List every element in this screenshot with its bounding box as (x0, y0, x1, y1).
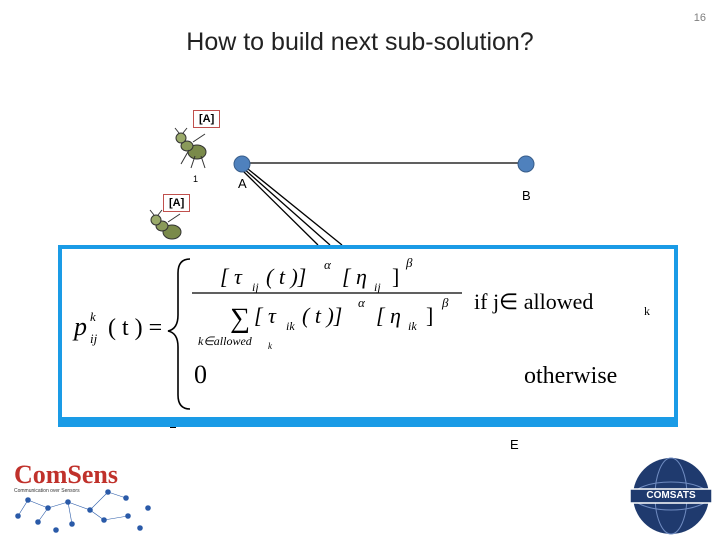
slide-title: How to build next sub-solution? (186, 28, 534, 56)
small-dash (170, 427, 176, 428)
formula-den-sum: ∑ (230, 303, 250, 334)
ant-number: 1 (193, 174, 199, 184)
formula-den-eta: [ η (376, 303, 401, 328)
formula-box: p k ij ( t ) = [ τ ij ( t )] α [ η ij ] … (58, 245, 678, 427)
node-e-label: E (510, 437, 519, 452)
formula-num-close: ] (392, 264, 399, 289)
formula-sum-index: k∈allowed (198, 334, 253, 348)
comsens-brand: ComSens (14, 460, 119, 489)
formula-lhs-sub: ij (90, 331, 98, 346)
formula-den-tau: [ τ (254, 303, 277, 328)
ant-tag-left: [A] (163, 194, 191, 212)
comsens-subtitle: Communication over Sensors (14, 488, 80, 494)
node-b (517, 155, 535, 173)
edge-a-down-2 (242, 167, 331, 246)
formula-den-sub2: ik (408, 319, 417, 333)
formula-otherwise: otherwise (524, 363, 617, 389)
formula-den-sup2: β (441, 295, 449, 310)
formula-num-sup2: β (405, 255, 413, 270)
formula-brace (167, 258, 191, 410)
formula-lhs-arg: ( t ) = (108, 315, 162, 341)
formula-den-mid: ( t )] (302, 303, 342, 328)
node-a-label: A (238, 176, 247, 191)
node-b-label: B (522, 188, 531, 203)
formula-num-eta: [ η (342, 264, 367, 289)
formula-num-sub2: ij (374, 280, 381, 294)
probability-formula: p k ij ( t ) = [ τ ij ( t )] α [ η ij ] … (72, 255, 650, 410)
ant-icon (149, 209, 182, 240)
formula-condition-sub: k (644, 304, 650, 318)
ant-tag-top: [A] (193, 110, 221, 128)
edge-a-down-3 (242, 170, 319, 246)
formula-den-sub1: ik (286, 319, 295, 333)
slide-number: 16 (693, 12, 706, 24)
comsats-logo: COMSATS (626, 456, 716, 536)
formula-panel: p k ij ( t ) = [ τ ij ( t )] α [ η ij ] … (62, 249, 674, 417)
formula-condition: if j∈ allowed (474, 289, 593, 314)
formula-lhs: p (72, 312, 87, 341)
comsats-brand: COMSATS (646, 490, 696, 501)
comsens-network-graphic (15, 489, 151, 533)
formula-num-sup1: α (324, 257, 332, 272)
ant-icon (174, 127, 207, 169)
formula-zero: 0 (194, 360, 207, 389)
edge-a-down-1 (242, 164, 343, 246)
formula-sum-index-sub: k (268, 341, 273, 351)
comsats-globe (629, 457, 713, 535)
comsens-logo: ComSens Communication over Sensors (8, 458, 168, 536)
formula-den-close: ] (426, 303, 433, 328)
formula-num-mid: ( t )] (266, 264, 306, 289)
formula-lhs-sup: k (90, 309, 96, 324)
formula-num-sub1: ij (252, 280, 259, 294)
formula-den-sup1: α (358, 295, 366, 310)
node-a (233, 155, 251, 173)
formula-numerator: [ τ (220, 264, 243, 289)
